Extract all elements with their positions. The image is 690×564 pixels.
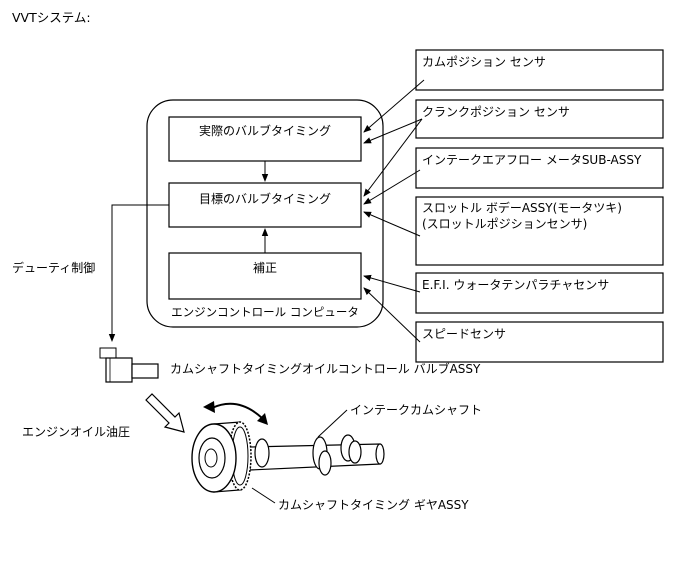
efi-water-temp-sensor-label: E.F.I. ウォータテンパラチャセンサ bbox=[422, 278, 609, 292]
correction-box bbox=[168, 252, 362, 300]
throttle-body-label-line2: (スロットルポジションセンサ) bbox=[422, 217, 587, 231]
duty-control-label: デューティ制御 bbox=[12, 260, 95, 275]
cam-position-sensor-label: カムポジション センサ bbox=[422, 55, 546, 69]
rotation-arrow-icon bbox=[203, 401, 268, 425]
throttle-arrow bbox=[363, 211, 421, 237]
speed-sensor-label: スピードセンサ bbox=[422, 327, 506, 341]
ecu-label: エンジンコントロール コンピュータ bbox=[171, 305, 359, 319]
airflow-arrow bbox=[363, 169, 421, 205]
cam-sensor-arrow bbox=[363, 79, 425, 133]
crank-to-target-arrow bbox=[363, 118, 423, 197]
actual-timing-box bbox=[168, 116, 362, 162]
timing-gear-label: カムシャフトタイミング ギヤASSY bbox=[278, 498, 469, 512]
intake-camshaft-icon bbox=[249, 434, 385, 476]
gear-leader-line bbox=[251, 487, 276, 504]
crank-position-sensor-label: クランクポジション センサ bbox=[422, 105, 570, 119]
water-temp-arrow bbox=[363, 274, 421, 293]
timing-gear-icon bbox=[191, 421, 252, 493]
efi-water-temp-sensor-box bbox=[415, 272, 664, 314]
throttle-body-label-line1: スロットル ボデーASSY(モータツキ) bbox=[422, 200, 622, 215]
diagram-title: VVTシステム: bbox=[12, 10, 91, 25]
target-timing-label: 目標のバルブタイミング bbox=[199, 191, 331, 206]
cam-position-sensor-box bbox=[415, 49, 664, 91]
camshaft-leader-line bbox=[317, 409, 348, 438]
correction-label: 補正 bbox=[253, 261, 277, 275]
duty-control-arrow bbox=[108, 204, 169, 342]
ocv-label: カムシャフトタイミングオイルコントロール バルブASSY bbox=[170, 361, 481, 376]
oil-control-valve-icon bbox=[99, 347, 159, 383]
oil-pressure-arrow-icon bbox=[145, 393, 185, 433]
crank-position-sensor-box bbox=[415, 99, 664, 139]
airflow-meter-label: インテークエアフロー メータSUB-ASSY bbox=[422, 153, 642, 167]
intake-camshaft-label: インテークカムシャフト bbox=[350, 403, 482, 417]
target-timing-box bbox=[168, 182, 362, 228]
crank-to-actual-arrow bbox=[363, 118, 423, 144]
actual-timing-label: 実際のバルブタイミング bbox=[199, 123, 331, 138]
airflow-meter-box bbox=[415, 147, 664, 189]
speed-arrow bbox=[363, 287, 421, 343]
speed-sensor-box bbox=[415, 321, 664, 363]
throttle-body-box bbox=[415, 196, 664, 266]
engine-oil-pressure-label: エンジンオイル油圧 bbox=[22, 425, 130, 439]
